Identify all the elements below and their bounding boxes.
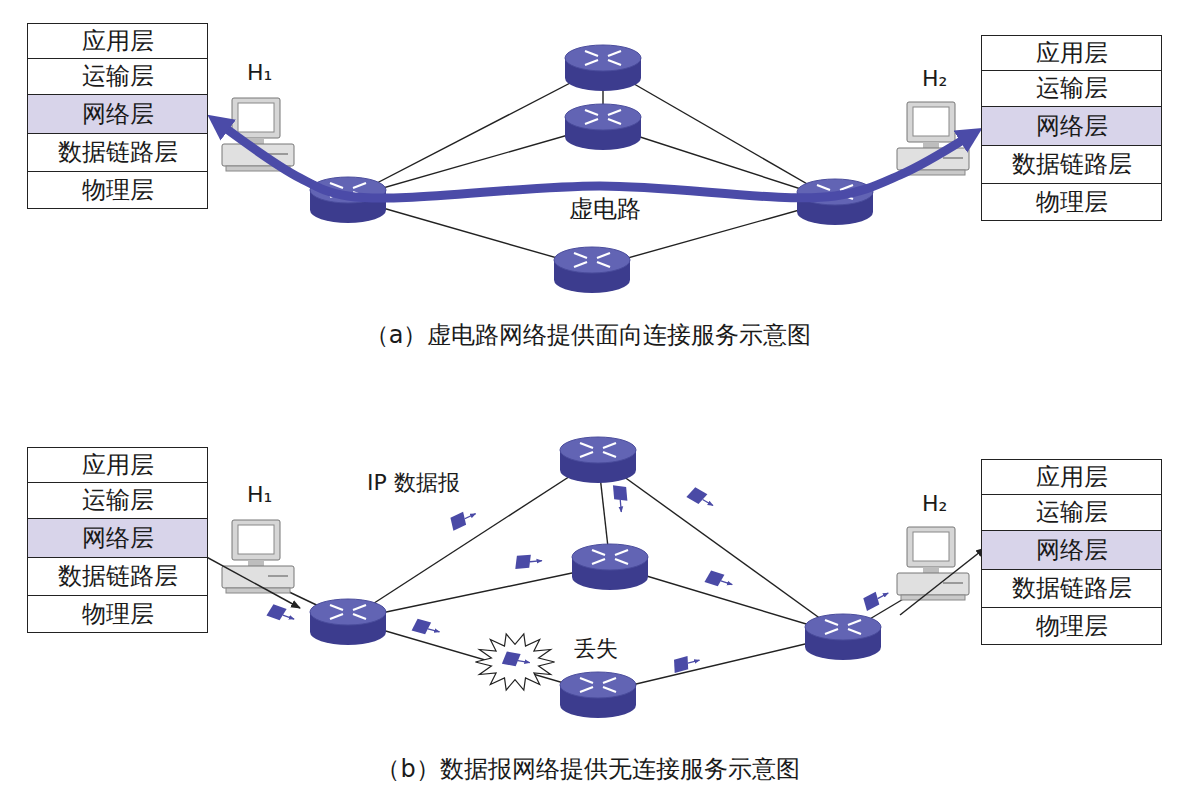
router: [572, 544, 648, 590]
host-computer: [222, 520, 294, 593]
ip-packet: [613, 484, 628, 512]
ip-packet: [412, 618, 442, 638]
layer-name: 物理层: [1036, 613, 1108, 639]
virtual-circuit-arrow: [222, 126, 967, 199]
layer-box: 数据链路层: [981, 146, 1162, 184]
layer-box: 数据链路层: [981, 570, 1162, 608]
layer-name: 应用层: [1036, 464, 1108, 490]
diagram-label: H₂: [920, 66, 949, 91]
ip-packet: [502, 651, 531, 669]
layer-name: 网络层: [1036, 537, 1108, 563]
layer-box: 物理层: [981, 184, 1162, 221]
diagram-label: H₁: [245, 482, 274, 507]
layer-box: 应用层: [981, 35, 1162, 71]
diagram-label: 虚电路: [567, 196, 643, 224]
layer-box: 运输层: [27, 59, 208, 95]
diagram-label: 丢失: [572, 636, 620, 661]
layer-name: 物理层: [82, 601, 154, 627]
ip-packet: [861, 587, 891, 611]
layer-box: 运输层: [27, 483, 208, 519]
figure-caption: （a）虚电路网络提供面向连接服务示意图: [363, 322, 814, 350]
diagram-label: H₁: [245, 60, 274, 85]
layer-box: 运输层: [981, 495, 1162, 531]
ip-packet: [514, 554, 542, 569]
layer-name: 应用层: [82, 28, 154, 54]
layer-name: 运输层: [1036, 499, 1108, 525]
router: [560, 437, 636, 483]
layer-name: 物理层: [1036, 189, 1108, 215]
layer-box: 数据链路层: [27, 134, 208, 172]
layer-box: 网络层: [27, 519, 208, 558]
layer-box: 网络层: [981, 531, 1162, 570]
layer-name: 运输层: [82, 487, 154, 513]
figure-caption: （b）数据报网络提供无连接服务示意图: [374, 756, 801, 784]
layer-name: 物理层: [82, 177, 154, 203]
layer-name: 数据链路层: [58, 139, 178, 165]
layer-box: 网络层: [27, 95, 208, 134]
layer-box: 运输层: [981, 71, 1162, 107]
router: [554, 247, 630, 293]
link-line: [348, 565, 610, 620]
diagram-label: IP 数据报: [365, 470, 462, 495]
ip-packet: [686, 486, 716, 511]
diagram-label: H₂: [920, 491, 949, 516]
layer-name: 运输层: [82, 63, 154, 89]
layer-box: 物理层: [981, 608, 1162, 645]
ip-packet: [704, 570, 734, 591]
layer-name: 运输层: [1036, 75, 1108, 101]
layer-name: 数据链路层: [1012, 151, 1132, 177]
link-line: [348, 458, 598, 620]
link-line: [598, 458, 843, 635]
router: [565, 45, 641, 91]
layer-name: 网络层: [82, 525, 154, 551]
router: [565, 104, 641, 150]
ip-packet: [448, 507, 478, 530]
layer-box: 数据链路层: [27, 558, 208, 596]
layer-box: 物理层: [27, 172, 208, 209]
layer-name: 网络层: [1036, 113, 1108, 139]
layer-name: 数据链路层: [1012, 575, 1132, 601]
router: [310, 599, 386, 645]
ip-packet: [671, 653, 701, 673]
layer-name: 网络层: [82, 101, 154, 127]
loss-burst: [475, 634, 554, 690]
layer-box: 网络层: [981, 107, 1162, 146]
layer-box: 应用层: [27, 23, 208, 59]
router: [805, 614, 881, 660]
layer-box: 应用层: [981, 459, 1162, 495]
layer-name: 数据链路层: [58, 563, 178, 589]
router: [560, 672, 636, 718]
layer-name: 应用层: [1036, 40, 1108, 66]
flow-arrow: [900, 548, 985, 615]
layer-name: 应用层: [82, 452, 154, 478]
ip-packet: [266, 603, 296, 625]
layer-box: 应用层: [27, 447, 208, 483]
layer-box: 物理层: [27, 596, 208, 633]
link-line: [348, 66, 603, 198]
